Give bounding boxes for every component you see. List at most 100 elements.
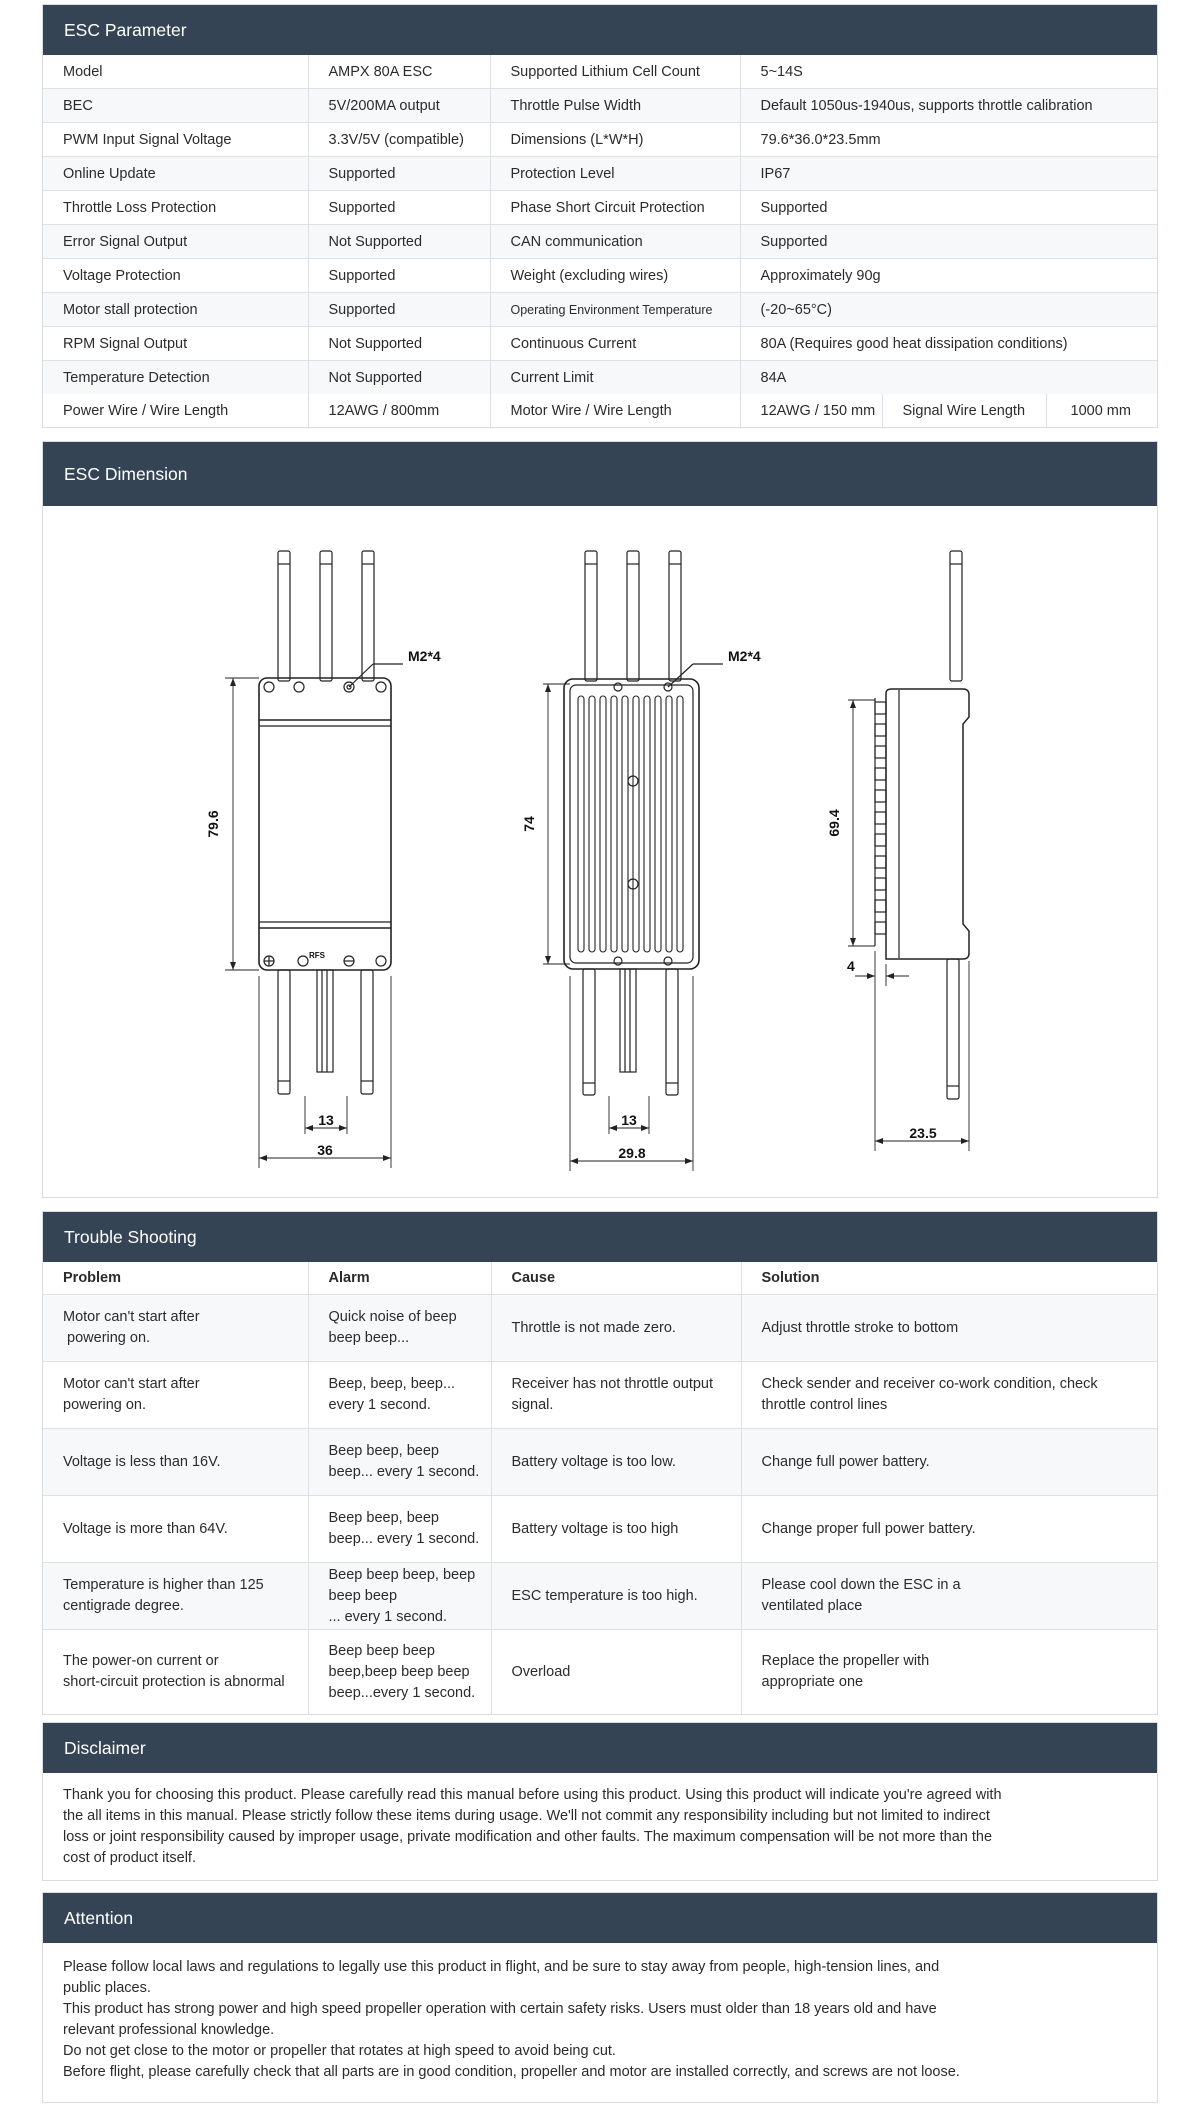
column-header-solution: Solution [741,1262,1157,1295]
cell-line: Voltage is more than 64V. [63,1520,228,1537]
param-label: Error Signal Output [43,224,309,259]
attention-text: Please follow local laws and regulations… [43,1943,1157,2102]
mid-width-label: 29.8 [618,1145,645,1161]
param-label: Throttle Pulse Width [490,88,741,123]
problem-cell: Motor can't start after powering on. [43,1294,309,1362]
front-width-label: 36 [317,1142,333,1158]
mid-screw-label: M2*4 [728,648,761,664]
problem-cell: Voltage is less than 16V. [43,1428,309,1496]
cell-line: Motor can't start after [63,1376,200,1392]
param-label: CAN communication [490,224,741,259]
param-label: Power Wire / Wire Length [43,394,309,427]
param-label: RPM Signal Output [43,326,309,361]
param-label: Phase Short Circuit Protection [490,190,741,225]
text-line: Do not get close to the motor or propell… [63,2043,616,2059]
alarm-cell: Quick noise of beep beep beep... [308,1294,492,1362]
cell-line: every 1 second. [328,1397,431,1413]
param-value: 79.6*36.0*23.5mm [740,122,1158,157]
param-label: Voltage Protection [43,258,309,293]
front-screw-label: M2*4 [408,648,441,664]
text-line: loss or joint responsibility caused by i… [63,1829,993,1845]
param-value: Supported [308,258,491,293]
cell-line: beep...every 1 second. [328,1684,476,1701]
param-label: Temperature Detection [43,360,309,394]
cell-line: Beep beep, beep [328,1443,439,1459]
cell-line: centigrade degree. [63,1598,184,1614]
param-label: Supported Lithium Cell Count [490,55,741,89]
cell-line: beep,beep beep beep [328,1663,470,1680]
side-view [848,550,970,1151]
rfs-label: RFS [309,951,326,960]
cell-line: Overload [511,1663,571,1680]
front-pin-label: 13 [318,1112,334,1128]
param-value: Approximately 90g [740,258,1158,293]
cell-line: beep... every 1 second. [328,1531,480,1547]
dimension-drawing: M2*4 79.6 13 36 RFS M2*4 74 13 29.8 69.4… [43,506,1157,1197]
cell-line: ESC temperature is too high. [511,1587,698,1604]
param-label: Motor Wire / Wire Length [490,394,741,427]
attention-section: Attention Please follow local laws and r… [42,1892,1158,2103]
param-value: Supported [308,292,491,327]
column-header-problem: Problem [43,1262,309,1295]
cell-line: ventilated place [761,1598,863,1614]
cell-line: Battery voltage is too low. [511,1453,676,1470]
column-header-cause: Cause [491,1262,742,1295]
text-line: This product has strong power and high s… [63,2001,937,2017]
param-value: IP67 [740,156,1158,191]
param-value: 80A (Requires good heat dissipation cond… [740,326,1158,361]
cell-line: Change proper full power battery. [761,1520,976,1537]
cause-cell: Overload [491,1629,742,1714]
param-value: Not Supported [308,224,491,259]
cell-line: Beep beep beep, beep [328,1566,476,1583]
param-value: (-20~65°C) [740,292,1158,327]
cell-line: Check sender and receiver co-work condit… [761,1376,1098,1392]
cell-line: signal. [511,1397,554,1413]
side-fin-label: 4 [847,958,855,974]
cell-line: powering on. [63,1330,151,1346]
text-line: public places. [63,1980,151,1996]
text-line: the all items in this manual. Please str… [63,1808,990,1824]
param-value: Not Supported [308,326,491,361]
param-label: Signal Wire Length [882,394,1047,427]
cell-line: beep... every 1 second. [328,1464,480,1480]
text-line: Please follow local laws and regulations… [63,1959,940,1975]
cause-cell: Throttle is not made zero. [491,1294,742,1362]
table-row: Voltage is more than 64V.Beep beep, beep… [43,1495,1157,1563]
cell-line: beep beep... [328,1330,410,1346]
cell-line: Motor can't start after [63,1309,200,1325]
param-value: Supported [308,190,491,225]
param-value: Default 1050us-1940us, supports throttle… [740,88,1158,123]
alarm-cell: Beep beep, beep beep... every 1 second. [308,1428,492,1496]
param-label: Model [43,55,309,89]
text-line: Thank you for choosing this product. Ple… [63,1787,1002,1803]
table-row: Motor can't start after powering on.Quic… [43,1294,1157,1362]
cell-line: Replace the propeller with [761,1653,930,1669]
heatsink-view [543,550,723,1171]
cell-line: Throttle is not made zero. [511,1319,676,1336]
cell-line: throttle control lines [761,1397,888,1413]
param-label: Continuous Current [490,326,741,361]
param-label: Protection Level [490,156,741,191]
param-label: Online Update [43,156,309,191]
table-row: Power Wire / Wire Length 12AWG / 800mm M… [43,394,1157,427]
cell-line: Quick noise of beep [328,1309,457,1325]
param-label: Dimensions (L*W*H) [490,122,741,157]
section-title: Attention [43,1893,1157,1943]
param-label: BEC [43,88,309,123]
cell-line: short-circuit protection is abnormal [63,1674,285,1690]
esc-dimension-section: ESC Dimension [42,441,1158,1198]
